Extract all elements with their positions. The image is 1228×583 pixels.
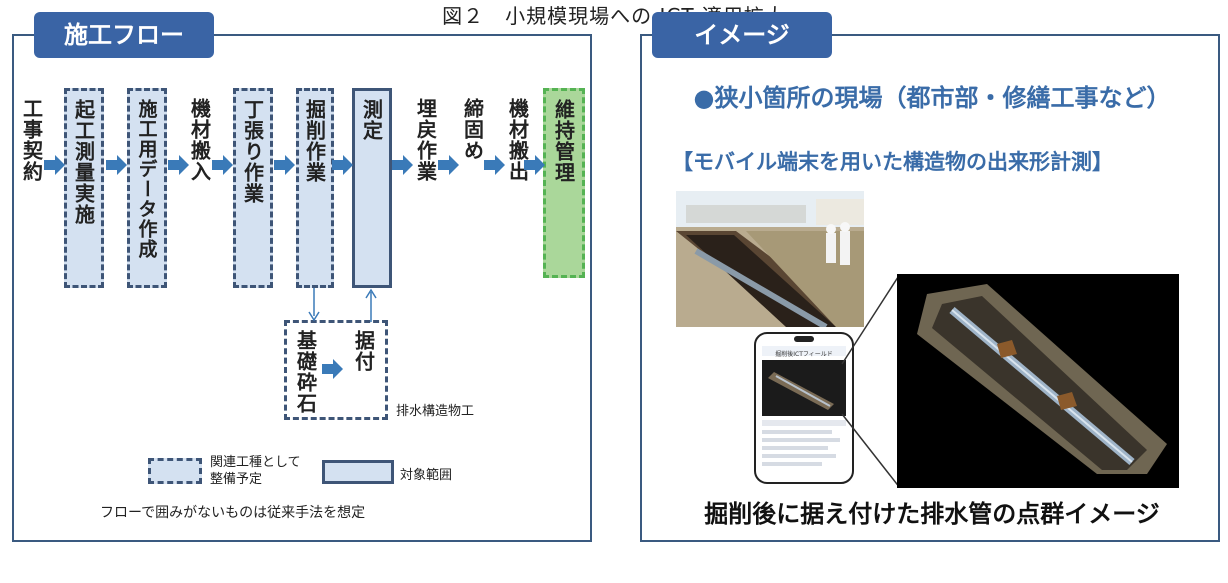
flow-step-label: 締固め bbox=[460, 98, 485, 161]
flow-arrow bbox=[168, 155, 189, 175]
flow-step-label: 測定 bbox=[359, 99, 384, 141]
subflow-step-base-stone: 基礎砕石 bbox=[292, 330, 320, 420]
flow-step-contract: 工事契約 bbox=[18, 98, 46, 188]
flow-step-label: 起工測量実施 bbox=[71, 99, 96, 225]
flow-arrow bbox=[106, 155, 127, 175]
image-panel-title: イメージ bbox=[652, 12, 832, 58]
image-panel: イメージ ●狭小箇所の現場（都市部・修繕工事など） 【モバイル端末を用いた構造物… bbox=[640, 12, 1220, 542]
construction-flow-panel: 施工フロー 工事契約 起工測量実施 施工用データ作成 機材搬入 丁張り作業 掘削… bbox=[12, 12, 592, 542]
flow-step-backfill: 埋戻作業 bbox=[412, 98, 440, 188]
flow-step-label: 掘削作業 bbox=[302, 99, 327, 183]
scene-title: ●狭小箇所の現場（都市部・修繕工事など） bbox=[693, 84, 1171, 112]
flow-step-maintenance: 維持管理 bbox=[543, 88, 585, 278]
flow-step-staking: 丁張り作業 bbox=[233, 88, 273, 288]
mobile-device bbox=[754, 332, 854, 484]
scene-subtitle: 【モバイル端末を用いた構造物の出来形計測】 bbox=[672, 150, 1113, 174]
flow-arrow bbox=[392, 155, 413, 175]
flow-note: フローで囲みがないものは従来手法を想定 bbox=[100, 505, 366, 521]
flow-arrow bbox=[438, 155, 459, 175]
flow-step-excavation: 掘削作業 bbox=[296, 88, 334, 288]
flow-arrow bbox=[524, 155, 545, 175]
flow-step-label: 埋戻作業 bbox=[413, 98, 438, 182]
flow-panel-title: 施工フロー bbox=[34, 12, 214, 58]
phone-screen-title: 掘削後ICTフィールド bbox=[775, 351, 833, 358]
drainage-subflow-box bbox=[284, 320, 388, 420]
subflow-step-installation: 据付 bbox=[350, 330, 378, 390]
connector-up-arrow bbox=[365, 288, 377, 322]
flow-arrow bbox=[44, 155, 65, 175]
legend-related-line2: 整備予定 bbox=[210, 472, 263, 487]
flow-arrow bbox=[322, 359, 343, 379]
flow-step-label: 機材搬入 bbox=[187, 98, 212, 182]
legend-related-swatch bbox=[148, 458, 202, 484]
legend-related-label: 関連工種として 整備予定 bbox=[210, 454, 301, 488]
flow-step-label: 施工用データ作成 bbox=[135, 99, 158, 259]
flow-step-label: 工事契約 bbox=[19, 98, 44, 182]
flow-step-compaction: 締固め bbox=[459, 98, 487, 188]
legend-target-swatch bbox=[322, 460, 394, 484]
connector-down-arrow bbox=[308, 288, 320, 322]
legend-related-line1: 関連工種として bbox=[210, 455, 301, 470]
zoom-lines bbox=[841, 274, 901, 488]
subflow-step-label: 基礎砕石 bbox=[293, 330, 318, 414]
point-cloud-image bbox=[897, 274, 1179, 488]
subflow-step-label: 据付 bbox=[351, 330, 376, 372]
flow-step-label: 維持管理 bbox=[551, 99, 576, 183]
flow-step-survey: 起工測量実施 bbox=[64, 88, 104, 288]
flow-step-label: 丁張り作業 bbox=[240, 99, 265, 204]
flow-arrow bbox=[274, 155, 295, 175]
flow-arrow bbox=[212, 155, 233, 175]
flow-step-equipment-in: 機材搬入 bbox=[186, 98, 214, 188]
flow-arrow bbox=[332, 155, 353, 175]
point-cloud-caption: 掘削後に据え付けた排水管の点群イメージ bbox=[704, 500, 1160, 528]
site-photo bbox=[676, 191, 864, 327]
legend-target-label: 対象範囲 bbox=[400, 468, 453, 483]
subflow-label: 排水構造物工 bbox=[396, 404, 475, 419]
flow-step-data-creation: 施工用データ作成 bbox=[127, 88, 167, 288]
flow-step-measurement: 測定 bbox=[352, 88, 392, 288]
flow-arrow bbox=[484, 155, 505, 175]
